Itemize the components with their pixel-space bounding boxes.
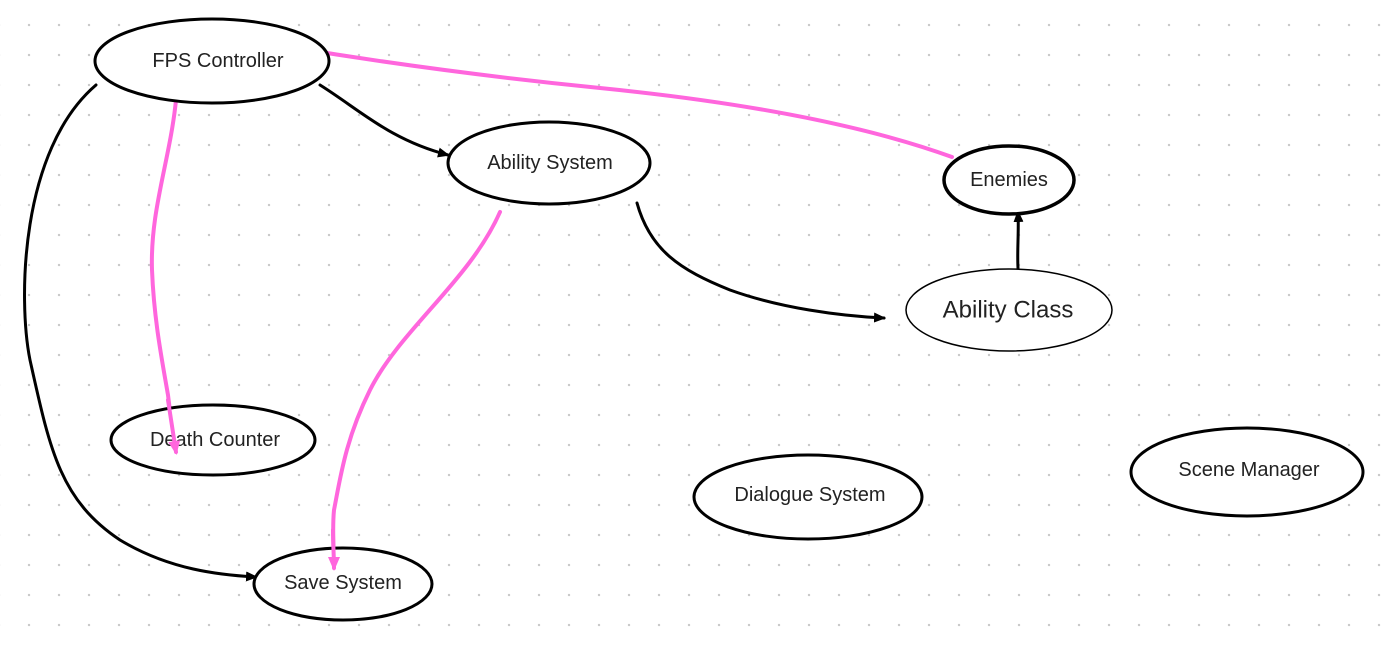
edge-line bbox=[23, 83, 258, 582]
node-ellipse bbox=[252, 546, 434, 622]
edge-line bbox=[318, 83, 450, 158]
node-label: Ability System bbox=[487, 152, 613, 174]
node-ellipse bbox=[905, 268, 1113, 352]
node-ability-system[interactable]: Ability System bbox=[446, 120, 652, 206]
edge-ability-system-to-save-system[interactable] bbox=[327, 210, 502, 571]
edge-fps-to-death-counter[interactable] bbox=[149, 98, 181, 455]
node-ability-class[interactable]: Ability Class bbox=[905, 268, 1113, 352]
node-label: Dialogue System bbox=[734, 484, 885, 506]
edge-ability-class-to-enemies[interactable] bbox=[1013, 210, 1024, 270]
node-label: Save System bbox=[284, 572, 402, 594]
node-ellipse bbox=[93, 17, 331, 105]
node-ellipse bbox=[446, 120, 652, 206]
node-ellipse bbox=[109, 403, 317, 477]
node-ellipse bbox=[692, 453, 924, 541]
edge-overlay-line bbox=[327, 528, 340, 571]
edge-enemies-to-fps[interactable] bbox=[287, 42, 954, 159]
node-label: Scene Manager bbox=[1178, 459, 1320, 481]
node-fps-controller[interactable]: FPS Controller bbox=[93, 17, 331, 105]
node-dialogue-system[interactable]: Dialogue System bbox=[692, 453, 924, 541]
edge-ability-system-to-ability-class[interactable] bbox=[635, 201, 886, 323]
node-save-system[interactable]: Save System bbox=[252, 546, 434, 622]
edge-fps-to-save-system[interactable] bbox=[23, 83, 258, 582]
node-label: FPS Controller bbox=[152, 50, 283, 72]
edge-overlay-fps-to-death-counter bbox=[166, 398, 181, 455]
node-label: Death Counter bbox=[150, 429, 280, 451]
edge-overlay-line bbox=[166, 398, 181, 455]
edge-line bbox=[635, 201, 886, 323]
edge-line bbox=[327, 210, 502, 571]
node-label: Ability Class bbox=[943, 297, 1074, 324]
node-scene-manager[interactable]: Scene Manager bbox=[1129, 426, 1365, 518]
node-ellipse bbox=[942, 144, 1076, 216]
edge-line bbox=[149, 98, 181, 455]
edge-line bbox=[287, 42, 954, 159]
node-death-counter[interactable]: Death Counter bbox=[109, 403, 317, 477]
node-ellipse bbox=[1129, 426, 1365, 518]
node-enemies[interactable]: Enemies bbox=[942, 144, 1076, 216]
edge-line bbox=[1013, 210, 1024, 270]
edge-overlay-ability-system-to-save bbox=[327, 528, 340, 571]
node-label: Enemies bbox=[970, 169, 1048, 191]
edge-fps-to-ability-system[interactable] bbox=[318, 83, 450, 158]
